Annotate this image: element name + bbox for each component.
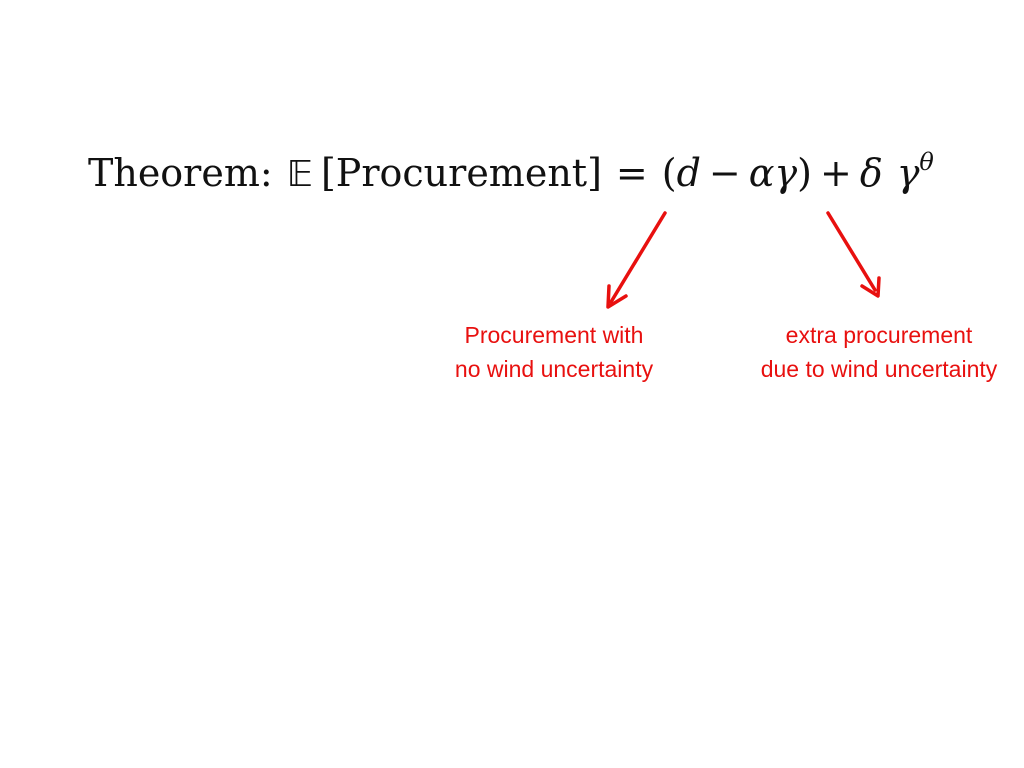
var-alpha: α bbox=[748, 151, 775, 195]
equals-sign: = bbox=[615, 151, 648, 195]
arrow-left bbox=[606, 211, 667, 309]
expectation-argument: Procurement bbox=[335, 151, 588, 195]
var-gamma: γ bbox=[774, 151, 798, 195]
bracket-close: ] bbox=[587, 151, 602, 195]
var-d: d bbox=[676, 151, 701, 195]
bracket-open: [ bbox=[320, 151, 336, 195]
arrow-right bbox=[826, 211, 881, 298]
annotation-left-line1: Procurement with bbox=[464, 322, 644, 348]
annotation-right-line1: extra procurement bbox=[785, 322, 973, 348]
expectation-symbol: 𝔼 bbox=[286, 154, 313, 195]
plus-sign: + bbox=[819, 151, 852, 195]
annotation-wind-uncertainty: extra procurement due to wind uncertaint… bbox=[738, 318, 1020, 386]
paren-close: ) bbox=[797, 151, 812, 195]
theorem-label: Theorem: bbox=[88, 151, 273, 195]
paren-open: ( bbox=[661, 151, 677, 195]
exponent-theta: θ bbox=[919, 148, 934, 176]
minus-sign: − bbox=[708, 151, 741, 195]
annotation-left-line2: no wind uncertainty bbox=[454, 356, 654, 382]
var-gamma-power: γ bbox=[896, 151, 920, 195]
annotation-no-wind-uncertainty: Procurement with no wind uncertainty bbox=[436, 318, 672, 386]
annotation-right-line2: due to wind uncertainty bbox=[760, 356, 998, 382]
var-delta: δ bbox=[859, 151, 883, 195]
